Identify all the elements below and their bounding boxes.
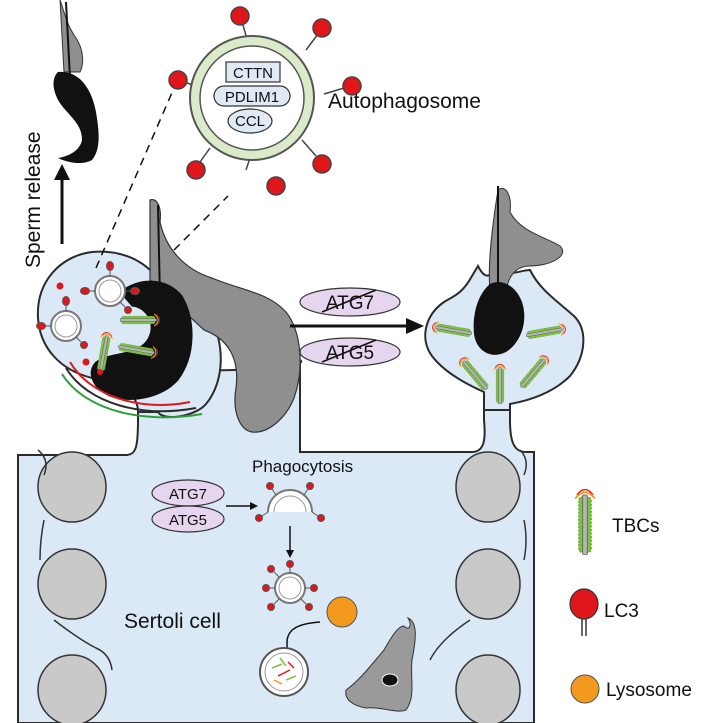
released-sperm	[53, 0, 99, 164]
residual-body-nucleus	[381, 673, 399, 687]
autophagosome-label: Autophagosome	[328, 90, 481, 113]
cargo-ccl-ellipse	[227, 108, 273, 134]
atg5-knockout-label: ATG5	[326, 343, 374, 364]
pathway-lysosome	[326, 596, 358, 628]
retained-sperm-head	[473, 186, 563, 355]
legend-tbcs-label: TBCs	[612, 516, 660, 537]
knockout-strike	[321, 339, 377, 363]
residual-body	[345, 616, 416, 712]
cargo-pdlim1-label: PDLIM1	[225, 89, 279, 106]
left-cap-autophagosome	[80, 261, 140, 314]
phagophore	[255, 482, 325, 522]
atg5-pill	[151, 505, 225, 533]
legend-lc3-icon	[569, 588, 599, 620]
attached-sperm-head	[61, 199, 301, 433]
zoom-guide-line	[95, 87, 175, 269]
atg-knockout: ATG7 ATG5	[290, 287, 424, 367]
right-round-cells	[455, 451, 521, 723]
cell-junction-line	[37, 449, 113, 671]
cargo-pdlim1-pill	[213, 85, 291, 107]
sertoli-cell-label: Sertoli cell	[124, 610, 221, 633]
cargo-cttn-label: CTTN	[233, 65, 273, 82]
atg5-label: ATG5	[169, 512, 207, 529]
legend-lc3-label: LC3	[604, 601, 639, 622]
pathway-autophagosome	[262, 560, 318, 611]
autolysosome	[259, 647, 309, 697]
atg5-knockout-pill	[299, 337, 401, 367]
round-cell	[37, 654, 107, 723]
legend: TBCs LC3 Lysosome	[569, 488, 692, 704]
lc3-dot	[56, 282, 103, 375]
cargo-ccl-label: CCL	[235, 113, 265, 130]
knockout-strike	[321, 289, 377, 313]
autophagosome-zoom: CTTN PDLIM1 CCL	[168, 6, 362, 196]
round-cell	[455, 451, 521, 523]
round-cell	[455, 654, 521, 723]
sperm-release-label: Sperm release	[22, 131, 45, 268]
left-round-cells	[37, 451, 107, 723]
cell-junction-line	[429, 449, 527, 661]
knockout-arrowhead	[406, 318, 424, 334]
legend-lysosome-icon	[570, 674, 600, 704]
cargo-cttn-box	[225, 61, 281, 83]
atg7-knockout-pill	[299, 287, 401, 317]
atg7-label: ATG7	[169, 486, 207, 503]
phagocytosis-label: Phagocytosis	[252, 457, 353, 476]
sperm-release-arrowhead	[54, 164, 70, 180]
legend-tbc-icon	[574, 488, 596, 556]
left-cap-autophagosome	[36, 296, 88, 349]
arrowhead	[286, 550, 294, 558]
arrowhead	[250, 502, 258, 510]
round-cell	[37, 451, 107, 523]
legend-lysosome-label: Lysosome	[606, 680, 692, 701]
atg7-knockout-label: ATG7	[326, 293, 374, 314]
zoom-guide-line	[173, 195, 229, 251]
round-cell	[455, 548, 521, 620]
round-cell	[37, 548, 107, 620]
